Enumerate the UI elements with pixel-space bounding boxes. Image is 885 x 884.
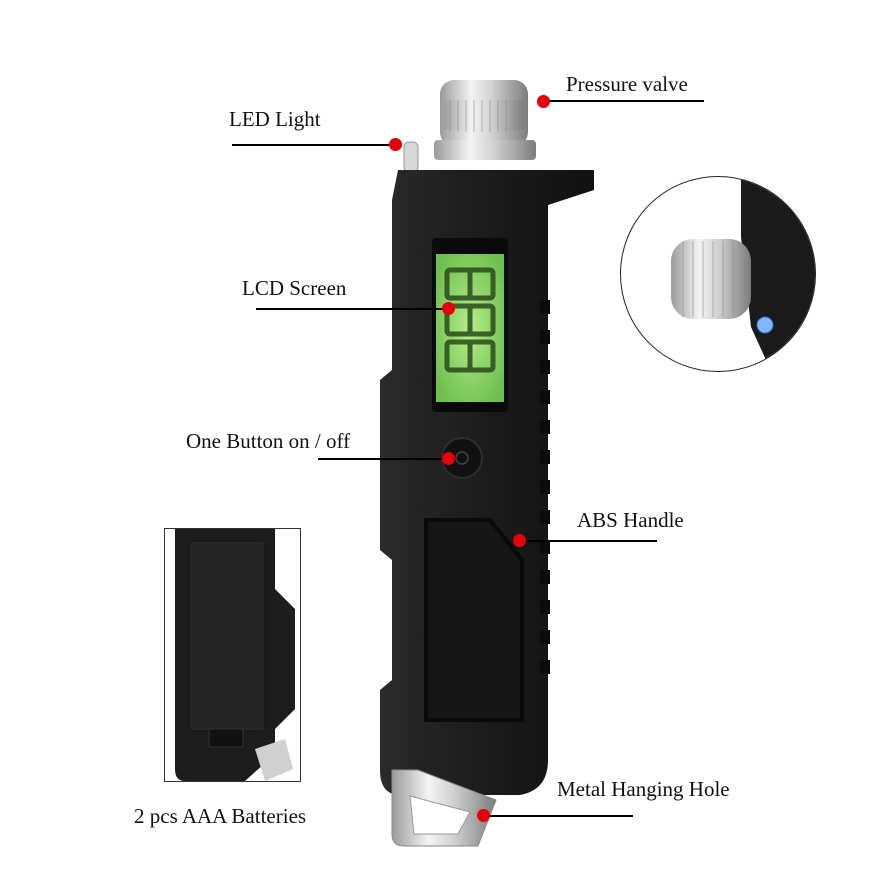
lcd-screen-dot (442, 302, 455, 315)
abs-grip-panel (424, 518, 524, 722)
lcd-screen-label: LCD Screen (242, 276, 347, 300)
pressure-valve-label: Pressure valve (566, 72, 688, 96)
button-label: One Button on / off (186, 429, 351, 453)
pressure-valve (434, 80, 536, 160)
valve-zoom-inset (620, 176, 816, 372)
pressure-valve-dot (537, 95, 550, 108)
led-light-dot (389, 138, 402, 151)
metal-hanging-hole (391, 769, 497, 847)
hanging-hole-label: Metal Hanging Hole (557, 777, 730, 801)
led-light (403, 141, 419, 173)
hanging-hole-dot (477, 809, 490, 822)
led-light-label: LED Light (229, 107, 321, 131)
button-dot (442, 452, 455, 465)
abs-handle-dot (513, 534, 526, 547)
battery-compartment-inset (164, 528, 301, 782)
batteries-label: 2 pcs AAA Batteries (134, 804, 307, 828)
abs-handle-label: ABS Handle (577, 508, 684, 532)
